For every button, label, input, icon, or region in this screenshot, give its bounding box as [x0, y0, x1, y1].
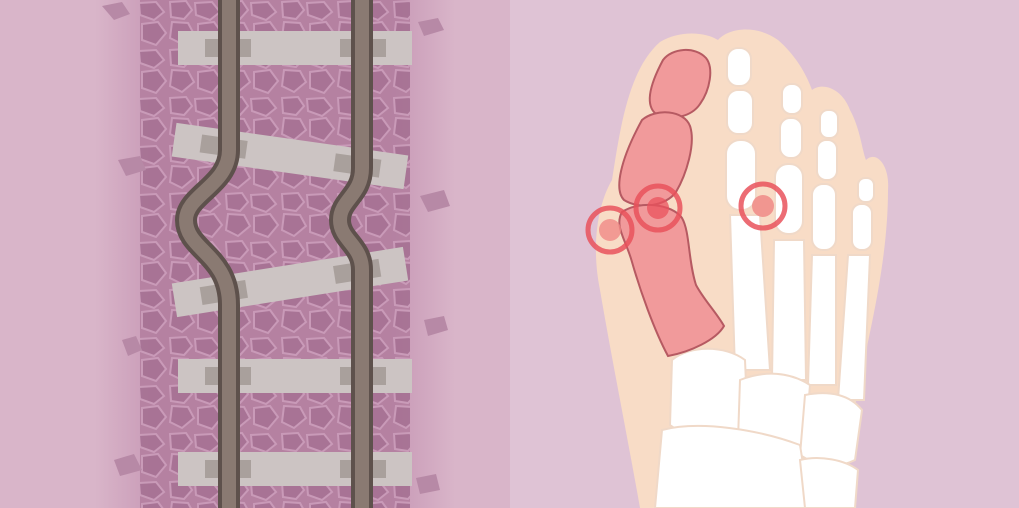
foot-icon: [588, 29, 888, 508]
sleeper: [178, 31, 412, 65]
sleeper: [178, 452, 412, 486]
sleeper: [178, 359, 412, 393]
right-panel-foot: [510, 0, 1019, 508]
left-panel-railway: [0, 0, 510, 508]
